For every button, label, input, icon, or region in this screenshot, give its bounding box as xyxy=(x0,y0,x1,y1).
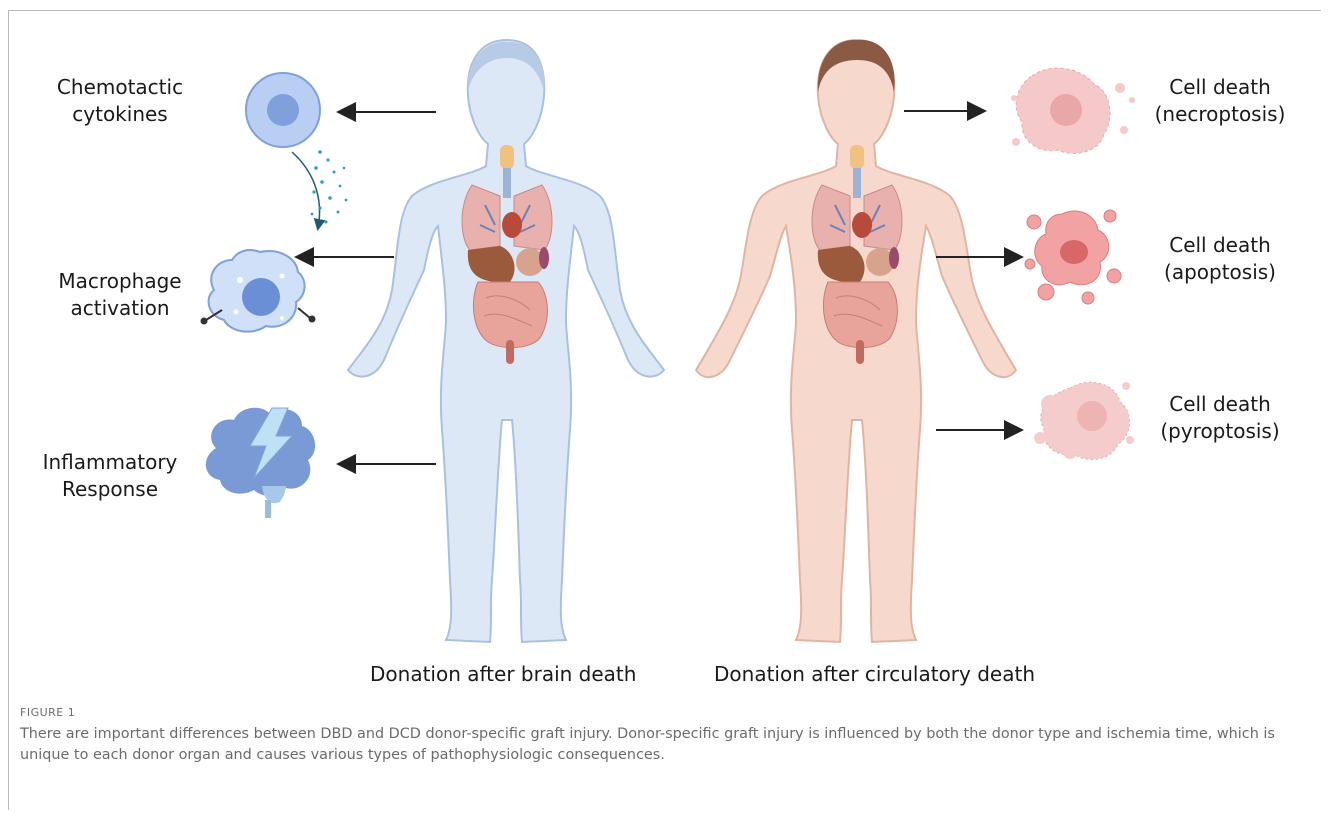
cytokine-cell-icon xyxy=(246,73,347,228)
label-line: Cell death xyxy=(1140,232,1300,259)
label-line: (necroptosis) xyxy=(1140,101,1300,128)
dbd-body-figure xyxy=(348,40,664,642)
label-line: Macrophage xyxy=(40,268,200,295)
pyroptosis-cell-icon xyxy=(1034,382,1134,459)
brain-lightning-icon xyxy=(206,408,315,518)
label-line: (apoptosis) xyxy=(1140,259,1300,286)
caption-dcd: Donation after circulatory death xyxy=(714,662,1035,686)
figure-number: FIGURE 1 xyxy=(20,706,75,719)
label-necroptosis: Cell death (necroptosis) xyxy=(1140,74,1300,128)
label-pyroptosis: Cell death (pyroptosis) xyxy=(1140,391,1300,445)
figure-caption: There are important differences between … xyxy=(20,724,1310,766)
label-line: cytokines xyxy=(40,101,200,128)
label-inflammatory-response: Inflammatory Response xyxy=(30,449,190,503)
caption-dbd: Donation after brain death xyxy=(370,662,636,686)
label-line: Response xyxy=(30,476,190,503)
dcd-body-figure xyxy=(696,40,1016,642)
label-line: Chemotactic xyxy=(40,74,200,101)
label-line: Cell death xyxy=(1140,391,1300,418)
label-apoptosis: Cell death (apoptosis) xyxy=(1140,232,1300,286)
label-line: activation xyxy=(40,295,200,322)
label-chemotactic-cytokines: Chemotactic cytokines xyxy=(40,74,200,128)
necroptosis-cell-icon xyxy=(1011,68,1135,153)
apoptosis-cell-icon xyxy=(1025,210,1121,304)
label-line: Inflammatory xyxy=(30,449,190,476)
macrophage-icon xyxy=(201,250,316,332)
label-line: (pyroptosis) xyxy=(1140,418,1300,445)
label-macrophage-activation: Macrophage activation xyxy=(40,268,200,322)
label-line: Cell death xyxy=(1140,74,1300,101)
